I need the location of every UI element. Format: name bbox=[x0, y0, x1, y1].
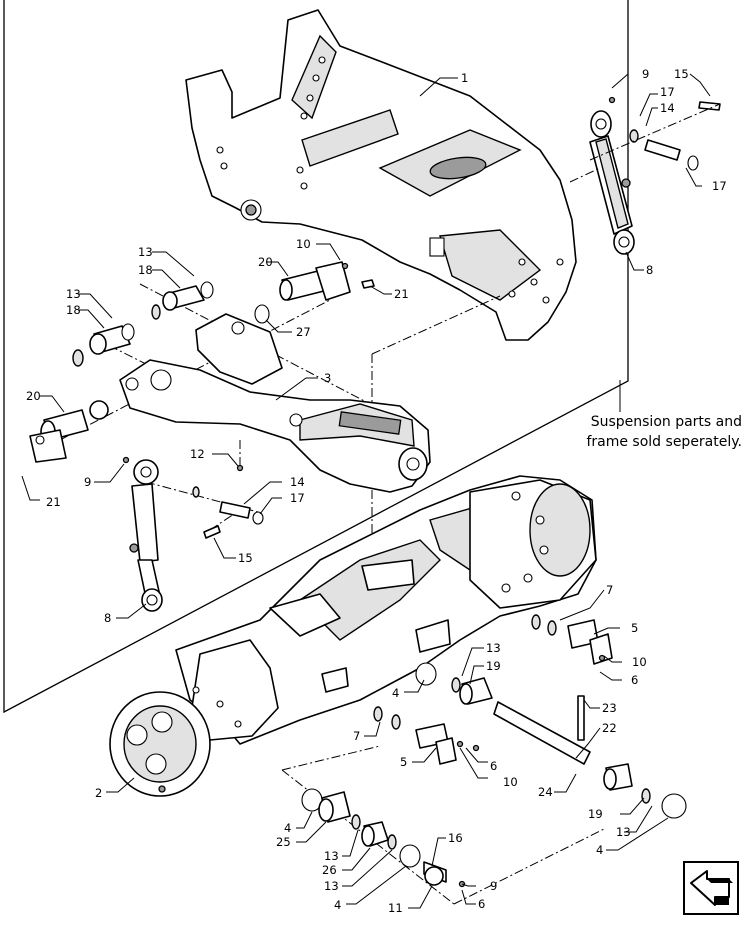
callout-8: 8 bbox=[646, 263, 653, 277]
callout-7: 7 bbox=[606, 583, 613, 597]
callout-9: 9 bbox=[84, 475, 91, 489]
sold-separately-note: Suspension parts and frame sold seperate… bbox=[566, 412, 742, 452]
callout-20: 20 bbox=[26, 389, 41, 403]
callout-18: 18 bbox=[66, 303, 81, 317]
callout-11: 11 bbox=[388, 901, 403, 915]
callout-13: 13 bbox=[324, 849, 339, 863]
callout-1: 1 bbox=[461, 71, 468, 85]
callout-22: 22 bbox=[602, 721, 617, 735]
callout-25: 25 bbox=[276, 835, 291, 849]
callout-17: 17 bbox=[660, 85, 675, 99]
callout-19: 19 bbox=[486, 659, 501, 673]
cylinder-right bbox=[589, 110, 635, 255]
callout-6: 6 bbox=[631, 673, 638, 687]
callout-4: 4 bbox=[596, 843, 603, 857]
callout-26: 26 bbox=[322, 863, 337, 877]
swing-arm bbox=[119, 313, 431, 493]
callout-10: 10 bbox=[503, 775, 518, 789]
callout-8: 8 bbox=[104, 611, 111, 625]
callout-13: 13 bbox=[324, 879, 339, 893]
callout-13: 13 bbox=[486, 641, 501, 655]
boundary-frame bbox=[3, 0, 629, 714]
pivot-pins bbox=[29, 261, 375, 463]
callout-18: 18 bbox=[138, 263, 153, 277]
leader-lines bbox=[21, 73, 711, 909]
cylinder-left bbox=[122, 456, 264, 612]
callout-9: 9 bbox=[642, 67, 649, 81]
back-arrow-icon bbox=[690, 870, 733, 906]
pin-set-upper-right bbox=[608, 96, 721, 171]
callout-7: 7 bbox=[353, 729, 360, 743]
callout-5: 5 bbox=[631, 621, 638, 635]
axle-pin-set bbox=[373, 614, 687, 819]
callout-6: 6 bbox=[490, 759, 497, 773]
callout-23: 23 bbox=[602, 701, 617, 715]
callout-13: 13 bbox=[138, 245, 153, 259]
callout-16: 16 bbox=[448, 831, 463, 845]
callout-13: 13 bbox=[66, 287, 81, 301]
callout-17: 17 bbox=[290, 491, 305, 505]
note-line-2: frame sold seperately. bbox=[586, 434, 742, 450]
callout-3: 3 bbox=[324, 371, 331, 385]
callout-17: 17 bbox=[712, 179, 727, 193]
bottom-bushing-kit bbox=[281, 745, 607, 905]
back-navigation-button[interactable] bbox=[683, 861, 739, 915]
callout-21: 21 bbox=[46, 495, 61, 509]
callout-14: 14 bbox=[660, 101, 675, 115]
callout-24: 24 bbox=[538, 785, 553, 799]
front-axle-assembly bbox=[109, 475, 597, 797]
callout-15: 15 bbox=[674, 67, 689, 81]
callout-6: 6 bbox=[478, 897, 485, 911]
suspension-frame bbox=[185, 9, 577, 341]
callout-labels: 1 2 3 4 4 4 4 5 5 6 6 6 7 7 8 8 9 9 9 10… bbox=[26, 67, 727, 915]
callout-2: 2 bbox=[95, 786, 102, 800]
callout-4: 4 bbox=[392, 686, 399, 700]
callout-19: 19 bbox=[588, 807, 603, 821]
note-line-1: Suspension parts and bbox=[590, 414, 742, 430]
callout-4: 4 bbox=[284, 821, 291, 835]
callout-9: 9 bbox=[490, 879, 497, 893]
callout-27: 27 bbox=[296, 325, 311, 339]
callout-13: 13 bbox=[616, 825, 631, 839]
callout-4: 4 bbox=[334, 898, 341, 912]
callout-10: 10 bbox=[296, 237, 311, 251]
callout-12: 12 bbox=[190, 447, 205, 461]
callout-10: 10 bbox=[632, 655, 647, 669]
callout-15: 15 bbox=[238, 551, 253, 565]
callout-5: 5 bbox=[400, 755, 407, 769]
callout-21: 21 bbox=[394, 287, 409, 301]
bushing-set-left bbox=[72, 281, 214, 420]
callout-20: 20 bbox=[258, 255, 273, 269]
callout-14: 14 bbox=[290, 475, 305, 489]
